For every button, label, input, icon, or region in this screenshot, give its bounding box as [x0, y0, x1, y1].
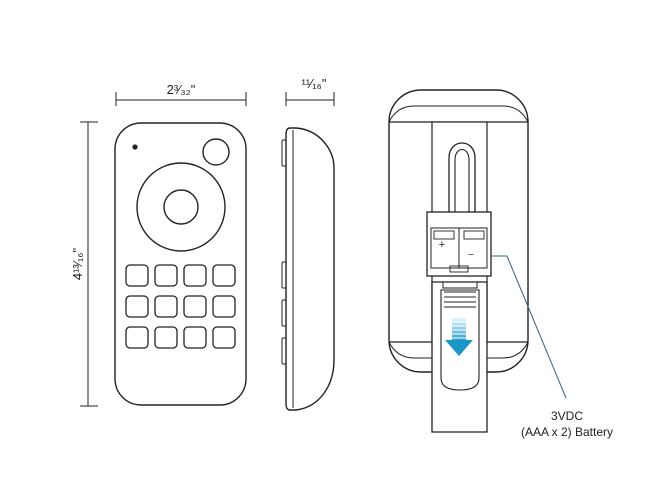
zone-button [183, 295, 207, 318]
down-arrow-icon [445, 318, 473, 356]
power-button [202, 138, 230, 166]
center-button [163, 189, 199, 225]
battery-voltage-label: 3VDC [551, 409, 583, 423]
lanyard-slot [448, 142, 476, 212]
button-grid [125, 264, 236, 349]
zone-button [183, 264, 207, 287]
front-view [80, 92, 247, 407]
remote-front-body [114, 122, 247, 406]
battery-type-label: (AAA x 2) Battery [521, 425, 613, 439]
zone-button [154, 264, 178, 287]
height-label: 4¹³⁄₁₆" [70, 247, 85, 280]
side-bump [281, 139, 287, 167]
zone-button [125, 295, 149, 318]
remote-side-profile [285, 127, 335, 411]
width-label: 2³⁄₃₂" [167, 82, 196, 97]
width-dimension [115, 92, 247, 106]
zone-button [212, 264, 236, 287]
side-view [281, 92, 335, 411]
cover-grip [442, 281, 478, 308]
zone-button [125, 326, 149, 349]
zone-button [154, 295, 178, 318]
indicator-led-icon [132, 144, 138, 150]
zone-button [125, 264, 149, 287]
zone-button [154, 326, 178, 349]
side-bump [281, 261, 287, 289]
back-view [388, 89, 529, 433]
height-dimension [80, 121, 98, 407]
zone-button [183, 326, 207, 349]
battery-plus-icon: + [439, 239, 445, 251]
depth-label: ¹¹⁄₁₆" [301, 76, 326, 91]
zone-button [212, 326, 236, 349]
zone-button [212, 295, 236, 318]
color-wheel [136, 162, 226, 252]
battery-minus-icon: − [468, 250, 474, 261]
side-bump [281, 299, 287, 327]
depth-dimension [285, 92, 335, 106]
side-bump [281, 337, 287, 365]
callout-leader-line [490, 255, 567, 399]
